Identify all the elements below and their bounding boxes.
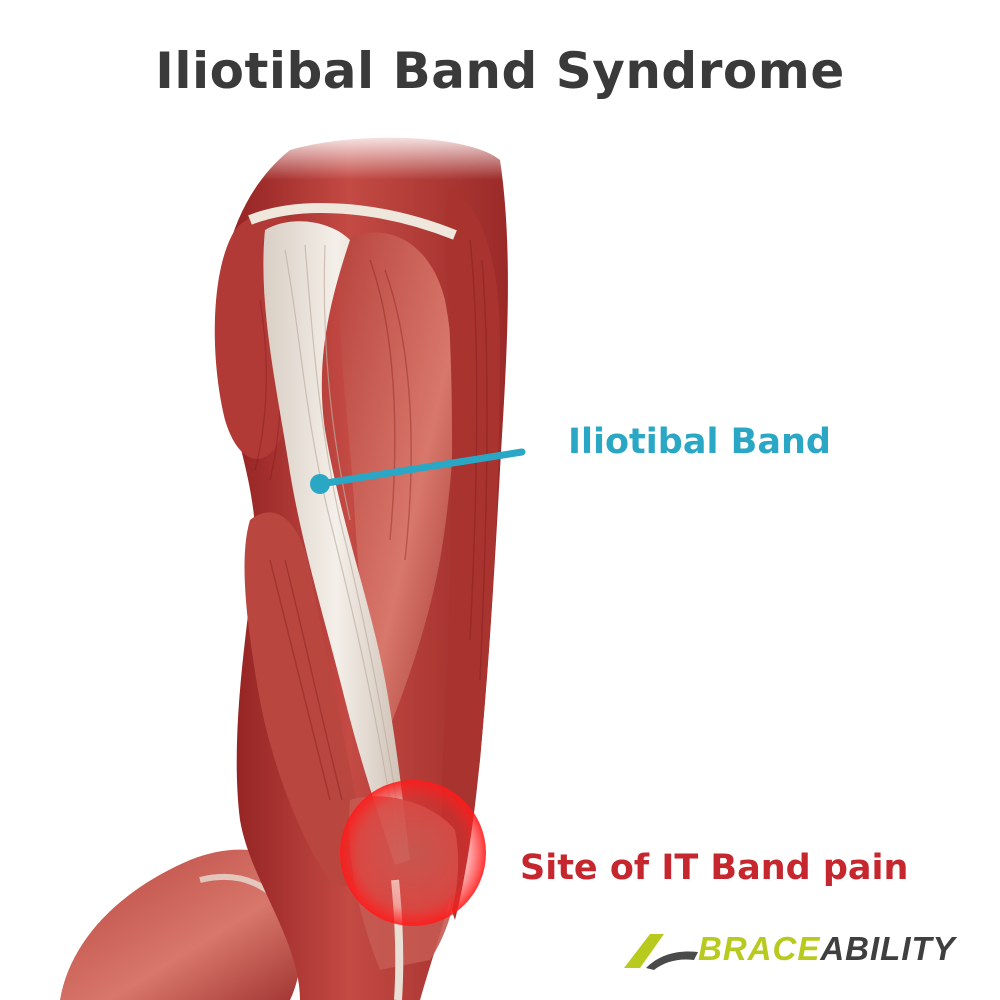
calf-muscle: [60, 849, 305, 1000]
logo-wordmark: BRACEABILITY: [698, 930, 956, 968]
logo-brace-text: BRACE: [698, 930, 821, 967]
pain-site-circle: [340, 780, 486, 926]
front-thigh-muscle: [442, 190, 500, 920]
iliotibial-band-pointer: [310, 448, 526, 494]
iliotibial-band-tissue: [263, 221, 410, 866]
braceability-logo: BRACEABILITY: [620, 926, 980, 976]
hip-tendon: [248, 203, 457, 240]
iliotibial-band-label: Iliotibal Band: [568, 422, 831, 462]
logo-swoosh-icon: [624, 934, 698, 970]
hamstring-muscle: [244, 512, 362, 887]
pain-site-label: Site of IT Band pain: [520, 848, 909, 888]
logo-ability-text: ABILITY: [820, 930, 956, 967]
diagram-title: Iliotibal Band Syndrome: [155, 42, 845, 100]
